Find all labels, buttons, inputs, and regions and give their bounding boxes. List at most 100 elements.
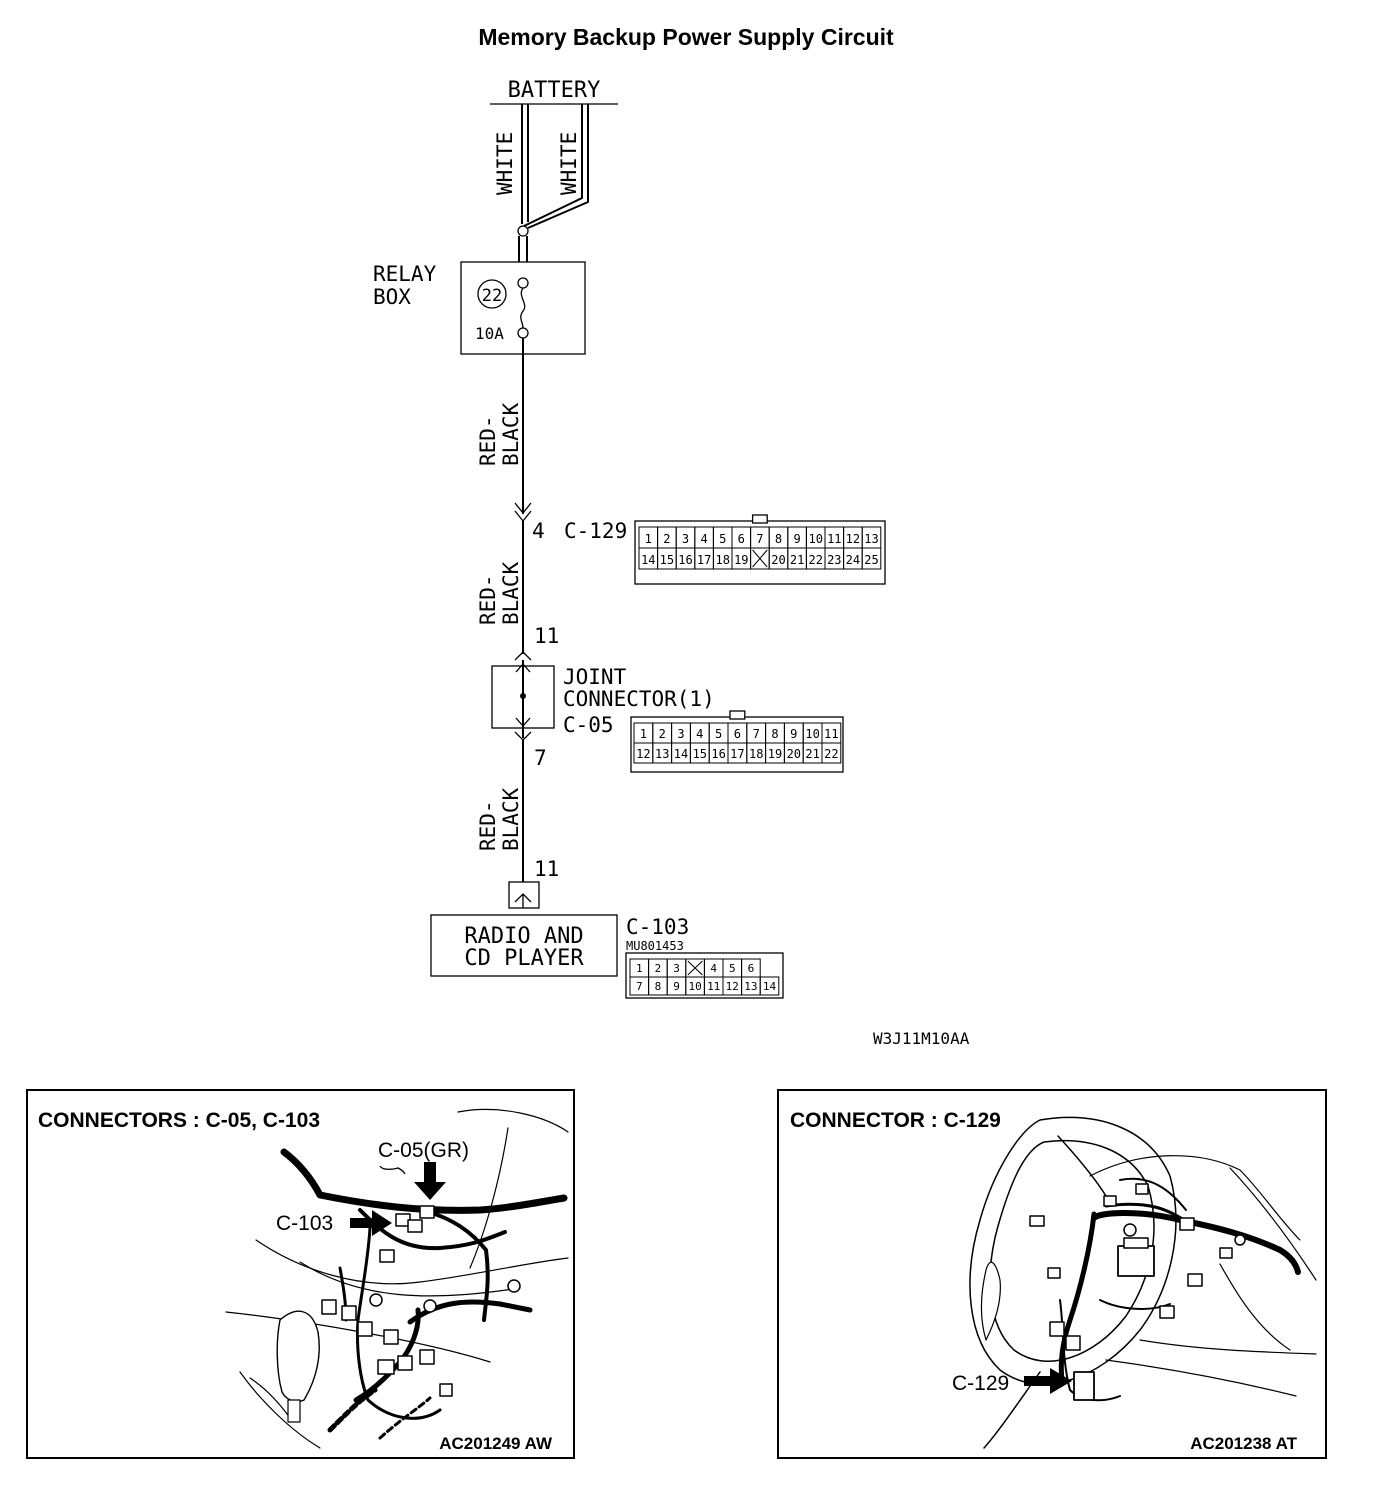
diagram-title: Memory Backup Power Supply Circuit [478,24,894,50]
c129-pin-label: 19 [734,553,748,567]
c103-pin-label: 13 [744,980,757,993]
splice-point [517,225,529,237]
c05-pin-label: 10 [805,727,819,741]
c129-pin-label: 10 [808,532,822,546]
c129-pin-label: 16 [678,553,692,567]
c103-pin-label: 1 [636,962,643,975]
c05-pin-label: 21 [805,747,819,761]
fuse-number-circle [477,279,507,309]
radio-part-number: MU801453 [626,939,684,953]
c05-lock-tab [729,710,746,720]
callout-c05-bracket [379,1165,406,1175]
c129-pin-label: 21 [790,553,804,567]
c129-pin-label: 5 [719,532,726,546]
c103-pin-label: 8 [655,980,662,993]
c129-pin-label: 22 [808,553,822,567]
c05-pin-label: 15 [693,747,707,761]
callout-c129-arrow [1024,1368,1072,1394]
c05-pin-label: 13 [655,747,669,761]
c129-blank-cavity [752,549,768,568]
c129-pin-label: 12 [846,532,860,546]
c129-pin-label: 18 [715,553,729,567]
c103-pin-label: 4 [710,962,717,975]
c05-cavity [821,742,842,764]
joint-internal-arrow-bottom [515,717,531,727]
white-wire-right [523,104,583,227]
c129-pin-label: 14 [641,553,655,567]
c05-pin-label: 5 [715,727,722,741]
panel-left-title: CONNECTORS : C-05, C-103 [38,1109,320,1132]
callout-c103-arrow [350,1210,392,1236]
c103-pin-label: 3 [673,962,680,975]
c103-pin-label: 14 [763,980,777,993]
c103-cavity [759,976,780,996]
wire-color-white-1: WHITE [493,132,517,195]
c05-pin-label: 16 [711,747,725,761]
callout-c05-arrow [414,1162,446,1200]
c05-pin-label: 11 [824,727,838,741]
c129-pin-label: 20 [771,553,785,567]
radio-label-2: CD PLAYER [464,946,584,971]
c05-pin-label: 9 [790,727,797,741]
c05-pin-label: 18 [749,747,763,761]
c129-pin-label: 1 [645,532,652,546]
wire-color-seg3-1: RED- [476,800,500,851]
c129-pin-label: 6 [738,532,745,546]
wire-color-seg2-2: BLACK [499,561,523,625]
left-panel-illustration [225,1108,569,1449]
c129-pin-label: 13 [864,532,878,546]
diagram-code: W3J11M10AA [873,1029,970,1048]
wire-color-seg1-1: RED- [476,415,500,466]
c129-pin-label: 11 [827,532,841,546]
c129-pin-label: 2 [663,532,670,546]
c129-pin-label: 15 [660,553,674,567]
joint-splice-dot [520,693,526,699]
c05-pin-label: 20 [787,747,801,761]
c103-pin-label: 11 [707,980,720,993]
c103-pin-label: 12 [726,980,739,993]
c05-pin-label: 1 [640,727,647,741]
c129-pin-label: 9 [793,532,800,546]
fuse-terminal-top [517,277,529,289]
joint-in-arrow [514,651,532,661]
wire-color-seg1-2: BLACK [499,402,523,466]
c129-pin-number: 4 [532,519,545,543]
c05-pin-label: 19 [768,747,782,761]
joint-label-1: JOINT [563,665,627,689]
joint-label-2: CONNECTOR(1) [563,687,715,711]
c05-pin-label: 14 [674,747,688,761]
c129-pin-label: 17 [697,553,711,567]
wire-color-seg2-1: RED- [476,574,500,625]
callout-c129: C-129 [952,1372,1009,1395]
callout-c103: C-103 [276,1212,333,1235]
relay-box-label-1: RELAY [373,262,437,286]
c05-pin-label: 17 [730,747,744,761]
c05-pin-label: 22 [824,747,838,761]
joint-pin-out: 7 [534,746,547,770]
wire-color-white-2: WHITE [557,132,581,195]
c129-pin-label: 7 [756,532,763,546]
joint-id: C-05 [563,713,614,737]
radio-cd-player-box [430,914,618,977]
joint-pin-in: 11 [534,624,559,648]
c129-id: C-129 [564,519,627,543]
c05-pin-label: 4 [696,727,703,741]
c103-pin-label: 10 [688,980,701,993]
c103-pin-label: 5 [729,962,736,975]
c129-connector-arrow-upper [514,502,532,515]
c05-pin-label: 6 [734,727,741,741]
panel-left-code: AC201249 AW [439,1434,553,1453]
c103-pin-label: 9 [673,980,680,993]
c103-pin-label: 2 [655,962,662,975]
c103-pin-label: 6 [748,962,755,975]
c103-pin-label: 7 [636,980,643,993]
panel-right-title: CONNECTOR : C-129 [790,1109,1001,1132]
c129-pin-label: 4 [700,532,707,546]
c129-pin-label: 8 [775,532,782,546]
panel-left: CONNECTORS : C-05, C-103 [26,1089,575,1459]
c129-cavity [861,547,882,570]
fuse-element [520,287,526,329]
fuse-rating: 10A [475,324,504,343]
